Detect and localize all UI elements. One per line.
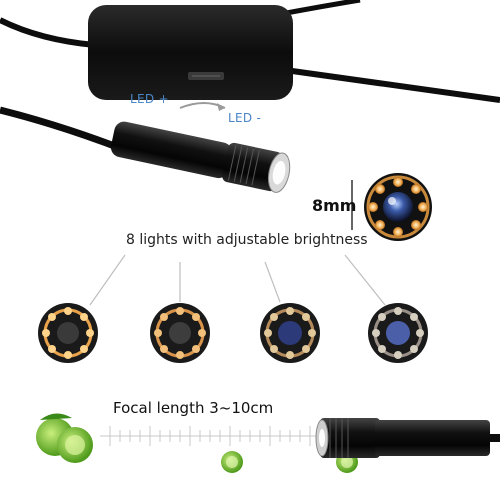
- focal-length-label: Focal length 3~10cm: [113, 399, 274, 417]
- cable-right: [284, 67, 500, 103]
- camera-tube: [110, 121, 291, 193]
- lens-size-label: 8mm: [312, 196, 357, 215]
- lens-closeup: [351, 173, 432, 241]
- camera-tube-bottom: [315, 418, 500, 458]
- brightness-sample-2: [150, 303, 210, 363]
- brightness-pointer-lines: [89, 254, 386, 306]
- brightness-caption: 8 lights with adjustable brightness: [126, 232, 368, 248]
- lime-small-1: [221, 451, 243, 473]
- brightness-sample-3: [260, 303, 320, 363]
- brightness-sample-4: [368, 303, 428, 363]
- focal-length-ruler: [100, 426, 325, 446]
- control-box: [88, 5, 293, 100]
- camera-cable: [0, 106, 127, 154]
- brightness-sample-1: [38, 303, 98, 363]
- cable-top-left: [0, 17, 96, 48]
- led-plus-label: LED +: [130, 92, 169, 106]
- lime-large: [36, 413, 93, 463]
- led-minus-label: LED -: [228, 111, 262, 125]
